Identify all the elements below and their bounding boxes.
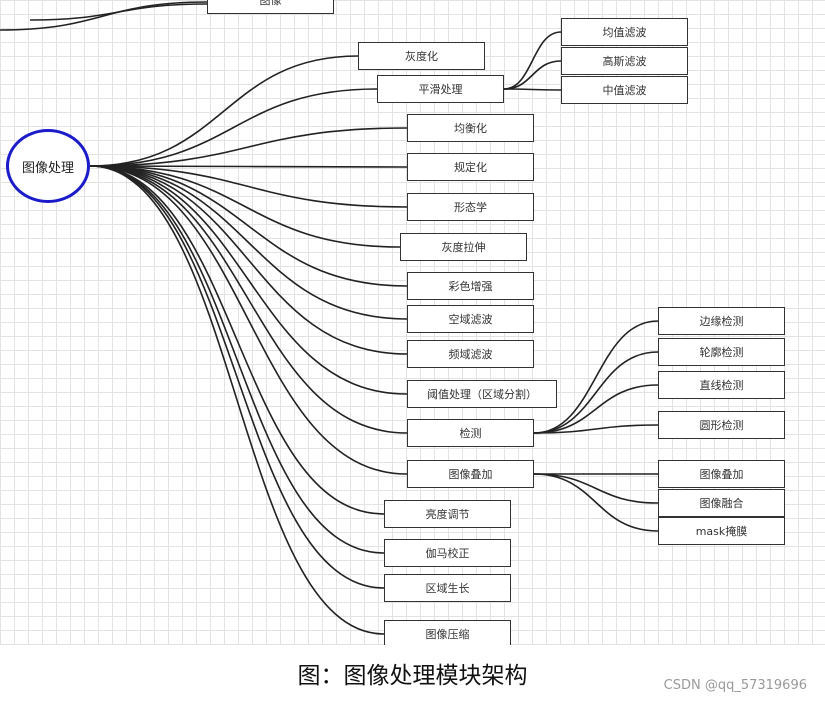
- node-image-fusion: 图像融合: [658, 489, 785, 517]
- node-brightness: 亮度调节: [384, 500, 511, 528]
- node-smoothing: 平滑处理: [377, 75, 504, 103]
- node-mask: mask掩膜: [658, 517, 785, 545]
- connector-line: [89, 165, 408, 208]
- node-mean-filter: 均值滤波: [561, 18, 688, 46]
- node-grayscale: 灰度化: [358, 42, 485, 70]
- connector-line: [89, 127, 408, 167]
- connector-line: [503, 88, 562, 91]
- connector-line: [89, 165, 408, 395]
- node-line-detection: 直线检测: [658, 371, 785, 399]
- connector-line: [533, 320, 659, 434]
- connector-line: [89, 165, 385, 635]
- node-edge-detection: 边缘检测: [658, 307, 785, 335]
- connector-line: [89, 165, 408, 355]
- node-image-overlay: 图像叠加: [407, 460, 534, 488]
- connector-line: [89, 165, 408, 320]
- node-frequency-filter: 频域滤波: [407, 340, 534, 368]
- connector-line: [533, 424, 659, 434]
- diagram-canvas: 图像 图像处理 灰度化 平滑处理 均衡化 规定化 形态学 灰度拉伸 彩色增强 空…: [0, 0, 825, 645]
- root-node: 图像处理: [6, 129, 90, 203]
- node-morphology: 形态学: [407, 193, 534, 221]
- connector-line: [533, 384, 659, 434]
- connector-line: [89, 165, 408, 434]
- connector-line: [89, 165, 408, 168]
- node-compression: 图像压缩: [384, 620, 511, 645]
- node-gamma: 伽马校正: [384, 539, 511, 567]
- connector-line-top: [29, 3, 208, 21]
- connector-line: [89, 165, 401, 248]
- connector-line: [533, 473, 659, 532]
- connector-line: [89, 165, 385, 515]
- node-equalization: 均衡化: [407, 114, 534, 142]
- connector-line: [533, 351, 659, 434]
- node-overlay-child: 图像叠加: [658, 460, 785, 488]
- node-threshold: 阈值处理（区域分割）: [407, 380, 557, 408]
- node-spatial-filter: 空域滤波: [407, 305, 534, 333]
- connector-lines: [0, 1, 659, 635]
- node-gaussian-filter: 高斯滤波: [561, 47, 688, 75]
- node-circle-detection: 圆形检测: [658, 411, 785, 439]
- node-median-filter: 中值滤波: [561, 76, 688, 104]
- connector-line-top: [0, 1, 208, 31]
- node-color-enhance: 彩色增强: [407, 272, 534, 300]
- connector-line: [533, 473, 659, 504]
- connector-line: [503, 31, 562, 90]
- connector-line: [89, 165, 408, 287]
- connector-line: [503, 60, 562, 90]
- connector-line: [89, 88, 378, 167]
- connector-line: [89, 165, 385, 589]
- node-contour-detection: 轮廓检测: [658, 338, 785, 366]
- node-detection: 检测: [407, 419, 534, 447]
- node-region-growing: 区域生长: [384, 574, 511, 602]
- node-specification: 规定化: [407, 153, 534, 181]
- connector-line: [89, 165, 408, 475]
- partial-node-top: 图像: [207, 0, 334, 14]
- connector-line: [89, 165, 385, 554]
- connector-line: [89, 55, 359, 167]
- watermark: CSDN @qq_57319696: [663, 678, 807, 693]
- figure-caption: 图：图像处理模块架构: [297, 663, 528, 689]
- node-gray-stretch: 灰度拉伸: [400, 233, 527, 261]
